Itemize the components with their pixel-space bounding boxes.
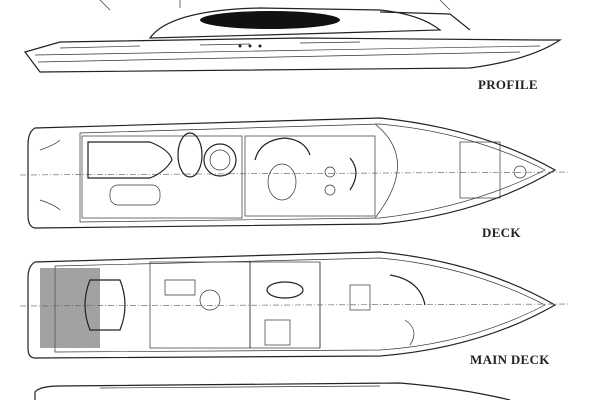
profile-windows [200,11,340,29]
lower-deck-plan-partial [34,382,511,400]
main-deck-label: MAIN DECK [470,352,550,367]
profile-view [23,0,562,73]
deck-label: DECK [482,225,521,240]
profile-label: PROFILE [478,77,538,92]
deck-plan [19,117,571,229]
main-deck-plan [19,251,571,359]
